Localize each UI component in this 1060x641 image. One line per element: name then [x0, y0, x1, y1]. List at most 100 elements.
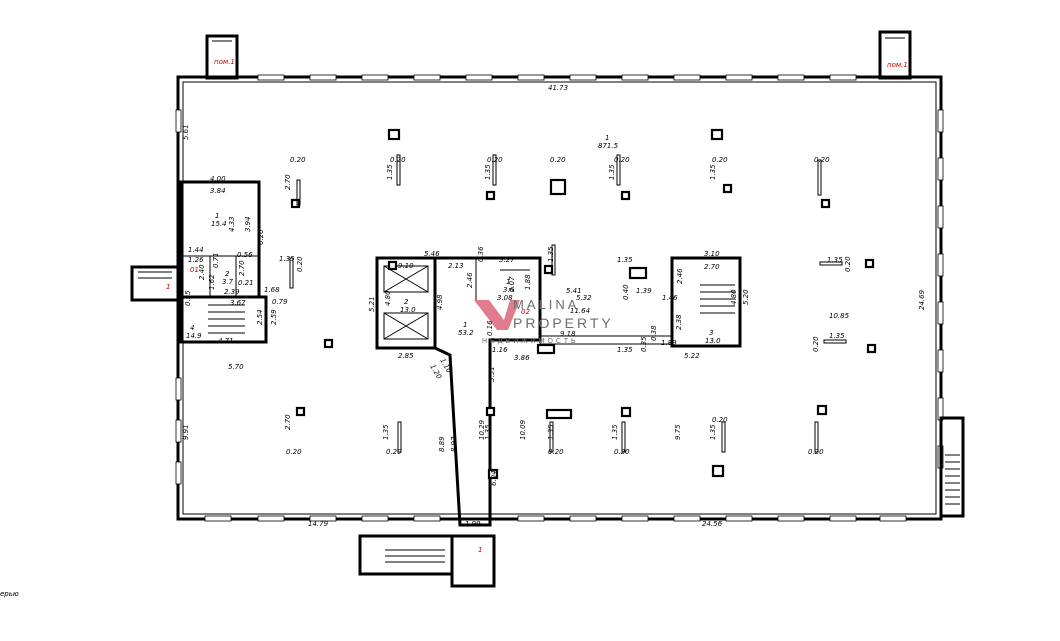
dimension: 3.84	[210, 187, 226, 195]
dimension: 1.35	[611, 424, 619, 440]
column	[866, 343, 877, 354]
column	[620, 406, 632, 418]
column	[387, 260, 398, 271]
dimension: 2.70	[284, 414, 292, 430]
dimension: 2.59	[270, 309, 278, 325]
room-area: 3.6	[503, 286, 515, 294]
beam	[616, 154, 621, 186]
dimension: 2.46	[466, 272, 474, 288]
dimension: 5.46	[424, 250, 440, 258]
dimension: 8.89	[438, 436, 446, 452]
window	[309, 74, 337, 81]
dimension: 1.35	[617, 256, 633, 264]
dimension: 3.86	[514, 354, 530, 362]
dimension: 4.33	[228, 216, 236, 232]
main-entrance-box	[450, 534, 496, 588]
beam	[296, 179, 301, 206]
window	[413, 515, 441, 522]
room-area: 15.4	[211, 220, 227, 228]
dimension: 6.20	[257, 229, 265, 245]
column	[820, 198, 831, 209]
dimension: 0.40	[622, 284, 630, 300]
dimension: 0.20	[386, 448, 402, 456]
dimension: 0.71	[212, 252, 220, 268]
main-room-area: 871.5	[598, 142, 619, 150]
lift-cross	[383, 265, 429, 293]
beam	[621, 421, 626, 453]
dimension: 0.20	[286, 448, 302, 456]
watermark-line2: PROPERTY	[513, 315, 614, 331]
column	[628, 266, 648, 280]
dimension: 4.00	[210, 175, 226, 183]
dimension: 9.75	[674, 424, 682, 440]
dimension: 0.20	[712, 416, 728, 424]
column	[323, 338, 334, 349]
dimension: 3.94	[244, 216, 252, 232]
annex-top-left: пом.1	[205, 34, 239, 80]
dimension: 3.10	[704, 250, 720, 258]
room-num: 2	[404, 298, 409, 306]
dimension: 2.46	[676, 268, 684, 284]
watermark-line1: MALINA	[513, 297, 579, 312]
dimension: 0.35	[640, 336, 648, 352]
dimension: 3.27	[499, 256, 515, 264]
window	[777, 515, 805, 522]
dimension: 3.51	[488, 366, 496, 382]
dimension: 2.40	[198, 264, 206, 280]
dimension: 1.35	[709, 164, 717, 180]
dimension: 8.97	[450, 436, 458, 452]
dimension: 1.35	[484, 164, 492, 180]
dimension: 0.20	[390, 156, 406, 164]
window	[517, 515, 545, 522]
staircase-right	[670, 256, 742, 348]
dimension: 4.80	[730, 289, 738, 305]
window	[937, 109, 944, 133]
right-stairs	[939, 416, 965, 518]
dimension: 2.70	[238, 260, 246, 276]
lift-block	[375, 256, 437, 350]
dimension: 4.98	[436, 294, 444, 310]
dimension: 0.56	[237, 251, 253, 259]
dimension: 1.35	[547, 424, 555, 440]
windows-sides	[175, 109, 944, 485]
watermark: MALINA PROPERTY НЕДВИЖИМОСТЬ	[474, 297, 614, 345]
window	[673, 515, 701, 522]
column	[485, 406, 496, 417]
dimension: 0.20	[614, 448, 630, 456]
corridor-outline	[434, 256, 542, 527]
windows-top	[257, 74, 857, 81]
window	[517, 74, 545, 81]
dimension: 2.07	[508, 276, 516, 292]
dimension: 9.18	[560, 330, 576, 338]
column	[545, 408, 573, 420]
window	[257, 74, 285, 81]
dimension: 6.04	[490, 470, 498, 486]
window	[725, 515, 753, 522]
beam	[549, 421, 554, 453]
column	[543, 264, 554, 275]
columns	[289, 128, 877, 480]
window	[361, 74, 389, 81]
column	[485, 190, 496, 201]
dimension: 10.29	[478, 419, 486, 440]
room-area: 3.7	[222, 278, 234, 286]
column	[864, 258, 875, 269]
room-num: 1	[215, 212, 219, 220]
column	[549, 178, 567, 196]
dimension: 4.80	[384, 290, 392, 306]
dimension: 1.89	[661, 339, 677, 347]
dimension: 1.26	[188, 256, 204, 264]
beam	[819, 261, 843, 266]
lift-cross	[383, 312, 429, 340]
window	[937, 253, 944, 277]
window	[361, 515, 389, 522]
column	[295, 406, 306, 417]
dimension: 3.67	[230, 299, 246, 307]
stairs-box	[939, 416, 965, 518]
dimension: 10.85	[829, 312, 850, 320]
dimension: 0.20	[712, 156, 728, 164]
pom-label-right: пом.1	[887, 61, 908, 69]
column	[536, 343, 556, 355]
dimension: 1.35	[386, 164, 394, 180]
